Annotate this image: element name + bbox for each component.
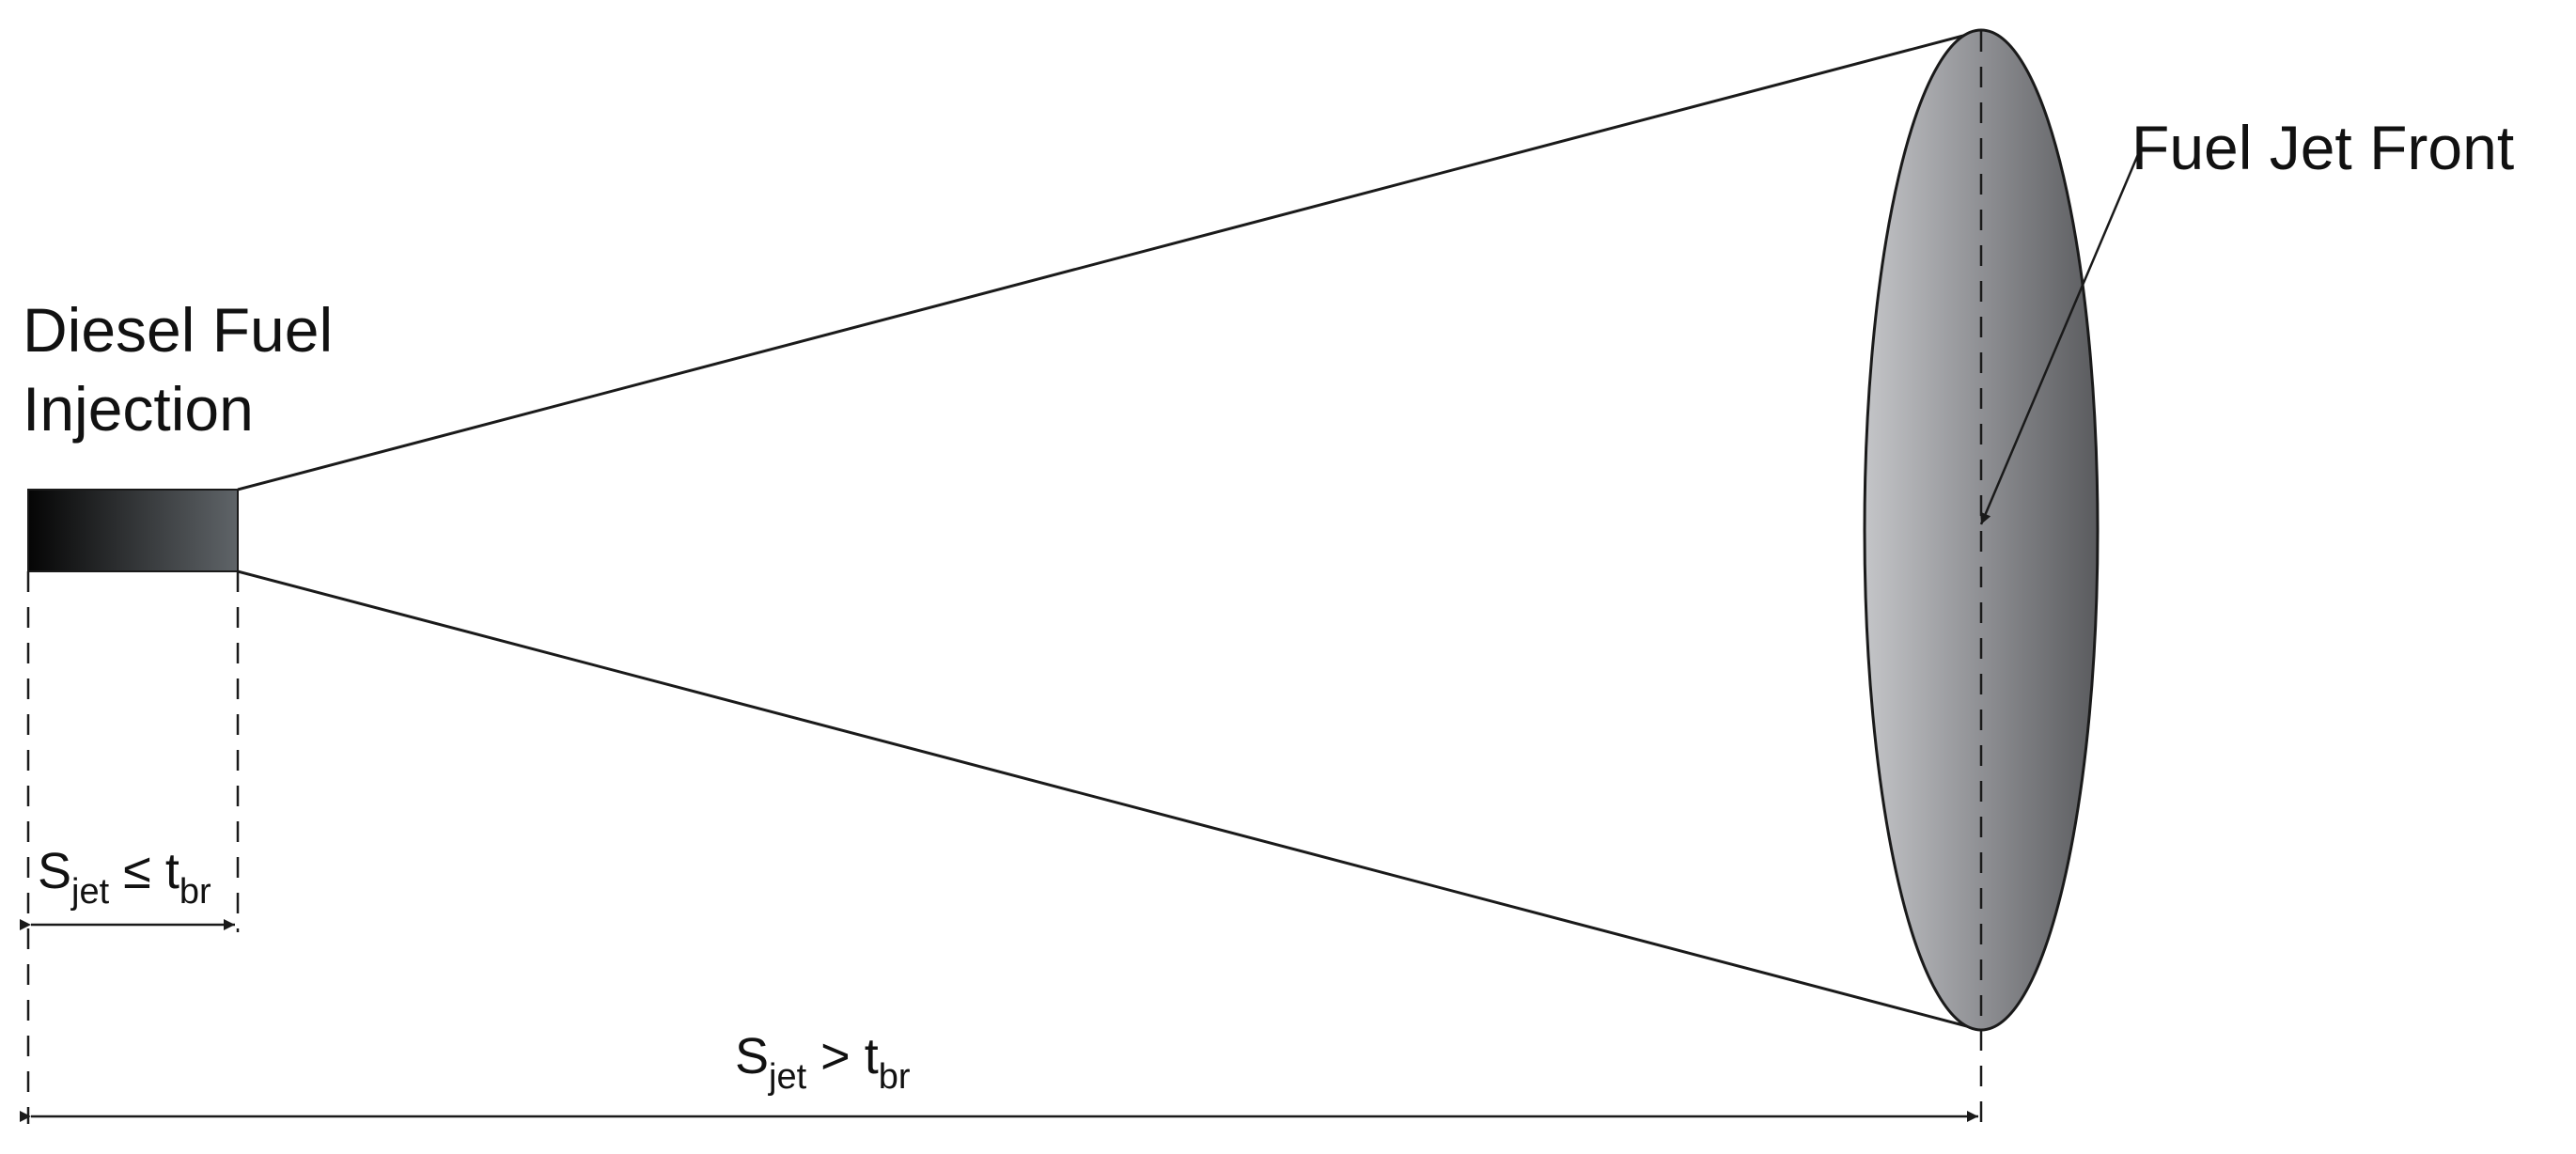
long-dimension-base: S (735, 1028, 769, 1084)
long-dimension-sub1: jet (768, 1057, 807, 1097)
jet-front-label: Fuel Jet Front (2131, 113, 2514, 182)
jet-front-leader-arrow (1979, 151, 2141, 525)
nozzle-block (27, 489, 239, 572)
short-dimension-sub1: jet (70, 872, 110, 912)
short-dimension-base: S (38, 843, 71, 899)
long-dimension-sub2: br (879, 1057, 911, 1097)
short-dimension-label: Sjet ≤ tbr (38, 843, 211, 912)
long-dimension-label: Sjet > tbr (735, 1028, 911, 1097)
short-dimension-op: ≤ t (109, 843, 180, 899)
cone-upper-edge (237, 29, 1982, 491)
long-dimension-op: > t (806, 1028, 879, 1084)
short-dimension-sub2: br (180, 872, 211, 912)
injection-label-line2: Injection (23, 374, 254, 444)
cone-lower-edge (237, 569, 1982, 1032)
injection-label-line1: Diesel Fuel (23, 295, 333, 365)
